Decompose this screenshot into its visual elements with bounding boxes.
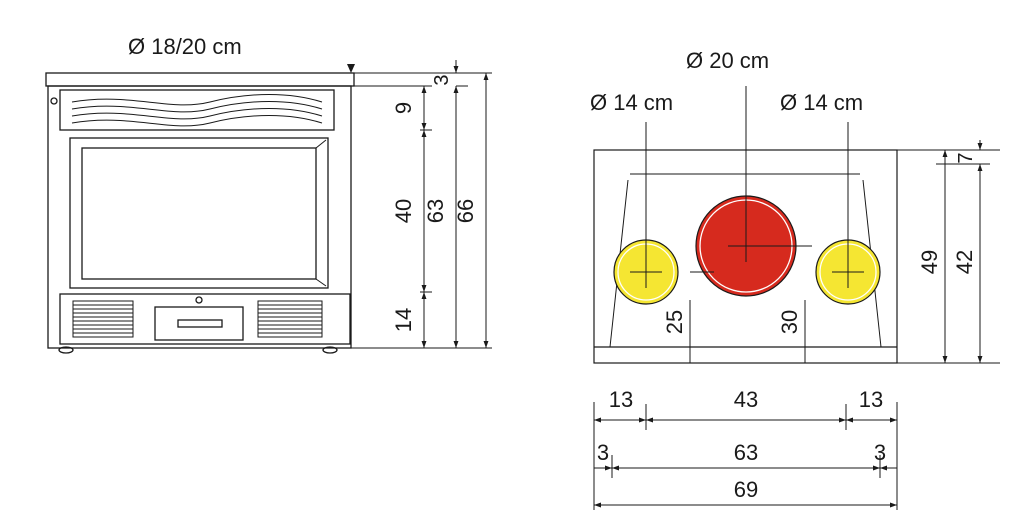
dim-total-height: 66 (453, 199, 478, 223)
dim-depth-inner: 42 (952, 250, 977, 274)
knob-icon (50, 97, 58, 105)
plan-leaders (630, 86, 864, 288)
dim-side-left: 13 (609, 387, 633, 412)
louver-lines (71, 94, 323, 127)
left-diameter-label: Ø 14 cm (590, 90, 673, 115)
dim-right-offset: 30 (777, 310, 802, 334)
dim-inner-width: 63 (734, 440, 758, 465)
dim-center-span: 43 (734, 387, 758, 412)
dim-bottom-height: 14 (391, 308, 416, 332)
dim-louver-height: 9 (391, 102, 416, 114)
stove-body (47, 85, 352, 349)
control-knob-icon (195, 296, 203, 304)
ash-drawer (154, 306, 244, 341)
dim-edge-right: 3 (874, 440, 886, 465)
front-view (45, 72, 355, 354)
plan-depth-dimensions (897, 140, 1000, 364)
door-frame (69, 137, 329, 289)
dim-left-offset: 25 (662, 310, 687, 334)
right-vent-grille (257, 300, 323, 338)
drawer-handle (177, 319, 223, 328)
plan-view (593, 149, 898, 364)
dim-total-width: 69 (734, 477, 758, 502)
plan-width-dimensions (593, 402, 898, 510)
left-foot (58, 346, 74, 354)
flue-marker-icon (347, 64, 355, 73)
louver-panel (59, 89, 335, 131)
dim-top-gap: 3 (431, 74, 453, 85)
flue-diameter-label: Ø 18/20 cm (128, 34, 242, 59)
right-diameter-label: Ø 14 cm (780, 90, 863, 115)
lower-panel (59, 293, 351, 345)
dim-side-right: 13 (859, 387, 883, 412)
left-vent-grille (72, 300, 134, 338)
dim-depth-outer: 49 (917, 250, 942, 274)
front-dimensions (351, 60, 492, 349)
right-foot (322, 346, 338, 354)
door-glass (81, 147, 317, 280)
dim-top-offset: 7 (955, 152, 977, 163)
dim-inner-height: 63 (423, 199, 448, 223)
dim-window-height: 40 (391, 199, 416, 223)
dim-edge-left: 3 (597, 440, 609, 465)
top-plate (45, 72, 355, 87)
center-diameter-label: Ø 20 cm (686, 48, 769, 73)
